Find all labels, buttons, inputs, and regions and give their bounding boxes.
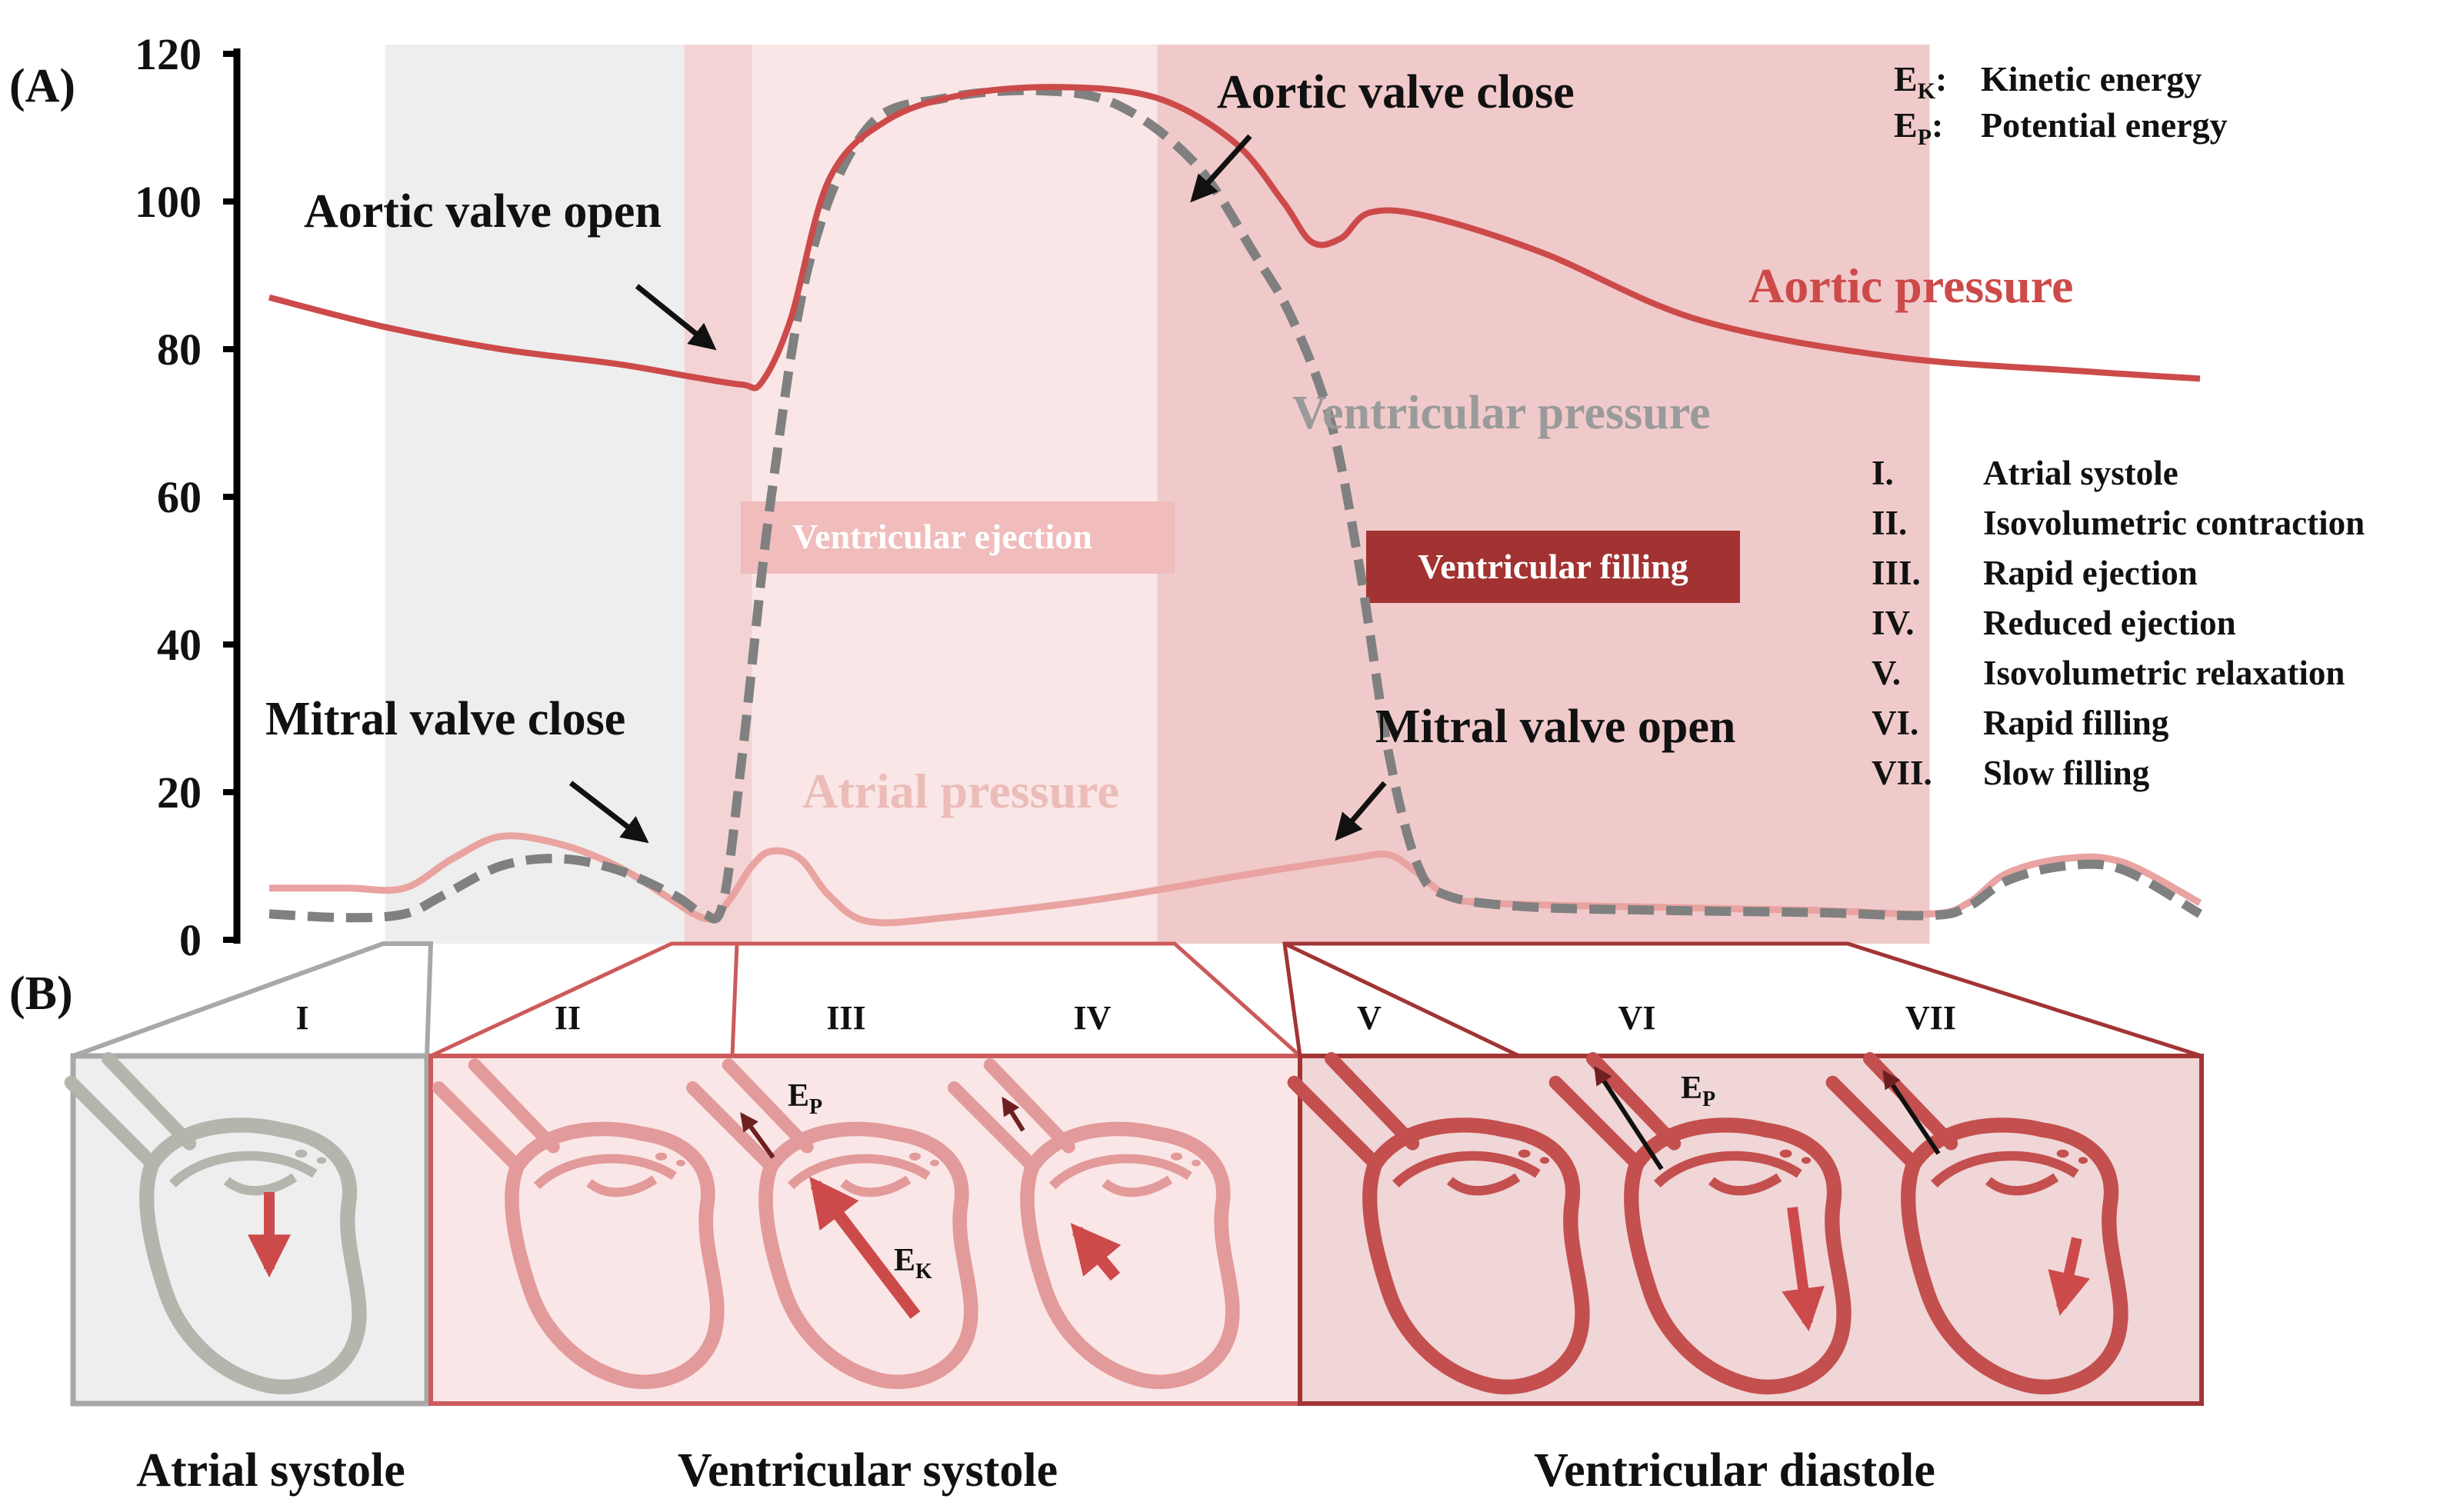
pressure-curves	[268, 84, 2203, 927]
phase-numeral: IV	[1074, 999, 1112, 1037]
flow-arrow-icon	[1070, 1223, 1122, 1281]
mitral-close-arrow	[568, 781, 649, 844]
title-ventricular-diastole: Ventricular diastole	[1534, 1444, 1935, 1497]
mark-iii-ek: EK	[894, 1243, 932, 1284]
aortic-open-label: Aortic valve open	[304, 185, 662, 238]
aortic-open-arrow	[635, 284, 717, 351]
energy-legend-potential: EP:Potential energy	[1894, 105, 2228, 150]
ventricular-pressure-label: Ventricular pressure	[1292, 387, 1711, 439]
phase-numeral: II	[555, 999, 581, 1037]
phase-legend-num: I.	[1872, 454, 1894, 492]
ejection-label: Ventricular ejection	[792, 517, 1092, 556]
y-tick-label: 60	[157, 472, 202, 522]
energy-legend-kinetic: EK:Kinetic energy	[1894, 59, 2202, 104]
connector-diastole	[1282, 941, 2202, 1058]
flow-arrow-icon	[1782, 1207, 1825, 1332]
connector-iii	[730, 943, 739, 1057]
energy-legend: EK:Kinetic energy EP:Potential energy	[1894, 59, 2228, 150]
phase-numeral: I	[295, 999, 308, 1037]
phase-legend-num: IV.	[1872, 604, 1914, 642]
title-atrial-systole: Atrial systole	[136, 1444, 405, 1497]
flow-arrow-icon	[2048, 1237, 2091, 1316]
phase-legend-num: V.	[1872, 654, 1901, 692]
band-phase-II	[684, 45, 752, 944]
phase-legend-name: Reduced ejection	[1983, 604, 2236, 642]
heart-icons	[64, 1052, 2128, 1395]
y-tick-label: 100	[135, 177, 202, 227]
panel-label-b: (B)	[9, 967, 73, 1020]
heart-icon-II	[432, 1058, 725, 1390]
phase-numeral: III	[826, 999, 865, 1037]
energy-arrow-icon	[1002, 1096, 1025, 1132]
phase-legend-name: Isovolumetric contraction	[1983, 504, 2365, 542]
band-phase-III-IV	[752, 45, 1158, 944]
aortic-pressure-label: Aortic pressure	[1748, 258, 2073, 313]
heart-icon-VII	[1825, 1052, 2128, 1395]
y-tick-label: 80	[157, 325, 202, 375]
connector-v	[1283, 941, 1521, 1058]
band-phase-VI-VII	[1273, 45, 1930, 944]
mark-iii-ep: EP	[788, 1078, 822, 1119]
energy-arrow-icon	[1594, 1065, 1664, 1171]
ventricular-pressure-curve	[268, 85, 2203, 924]
y-tick-label: 120	[135, 29, 202, 79]
phase-numeral: VII	[1905, 999, 1956, 1037]
phase-bands	[385, 45, 1930, 944]
phase-legend-num: VII.	[1872, 754, 1932, 792]
y-tick-label: 20	[157, 768, 202, 818]
connector-atrial	[72, 941, 434, 1058]
y-axis-ticks: 0 20 40 60 80 100 120	[135, 29, 238, 965]
phase-legend-name: Isovolumetric relaxation	[1983, 654, 2345, 692]
aortic-close-arrow	[1190, 134, 1252, 203]
phase-legend-name: Rapid ejection	[1983, 554, 2198, 592]
aortic-pressure-curve	[268, 84, 2201, 391]
panel-label-a: (A)	[9, 60, 75, 112]
mitral-open-label: Mitral valve open	[1375, 701, 1735, 753]
box-ventricular-diastole	[1298, 1054, 2204, 1406]
heart-icon-I	[64, 1052, 367, 1395]
heart-icon-IV	[947, 1058, 1240, 1390]
mitral-open-arrow	[1335, 781, 1387, 841]
title-ventricular-systole: Ventricular systole	[678, 1444, 1058, 1497]
y-tick-label: 0	[179, 915, 202, 965]
flow-arrow-icon	[809, 1176, 921, 1319]
pressure-chart: Ventricular ejection Ventricular filling…	[9, 29, 2365, 965]
phase-legend-name: Rapid filling	[1983, 704, 2169, 742]
band-phase-I	[385, 45, 685, 944]
energy-arrow-icon	[740, 1112, 775, 1159]
phase-legend-name: Atrial systole	[1983, 454, 2178, 492]
heart-icon-III	[685, 1058, 978, 1390]
atrial-pressure-label: Atrial pressure	[802, 764, 1119, 818]
phase-legend-num: III.	[1872, 554, 1921, 592]
box-atrial-systole	[70, 1053, 430, 1407]
phase-numeral: VI	[1618, 999, 1656, 1037]
ejection-label-box	[741, 501, 1175, 574]
mitral-close-label: Mitral valve close	[265, 693, 625, 745]
phase-legend-name: Slow filling	[1983, 754, 2150, 792]
phase-numeral: V	[1357, 999, 1382, 1037]
aortic-close-label: Aortic valve close	[1217, 66, 1575, 118]
energy-arrow-icon	[1882, 1070, 1941, 1155]
phase-legend-num: II.	[1872, 504, 1907, 542]
filling-label: Ventricular filling	[1418, 547, 1688, 586]
phase-legend-num: VI.	[1872, 704, 1918, 742]
filling-label-box	[1366, 531, 1740, 603]
heart-icon-V	[1287, 1052, 1590, 1395]
y-tick-label: 40	[157, 620, 202, 670]
mark-vi-ep: EP	[1681, 1071, 1715, 1111]
